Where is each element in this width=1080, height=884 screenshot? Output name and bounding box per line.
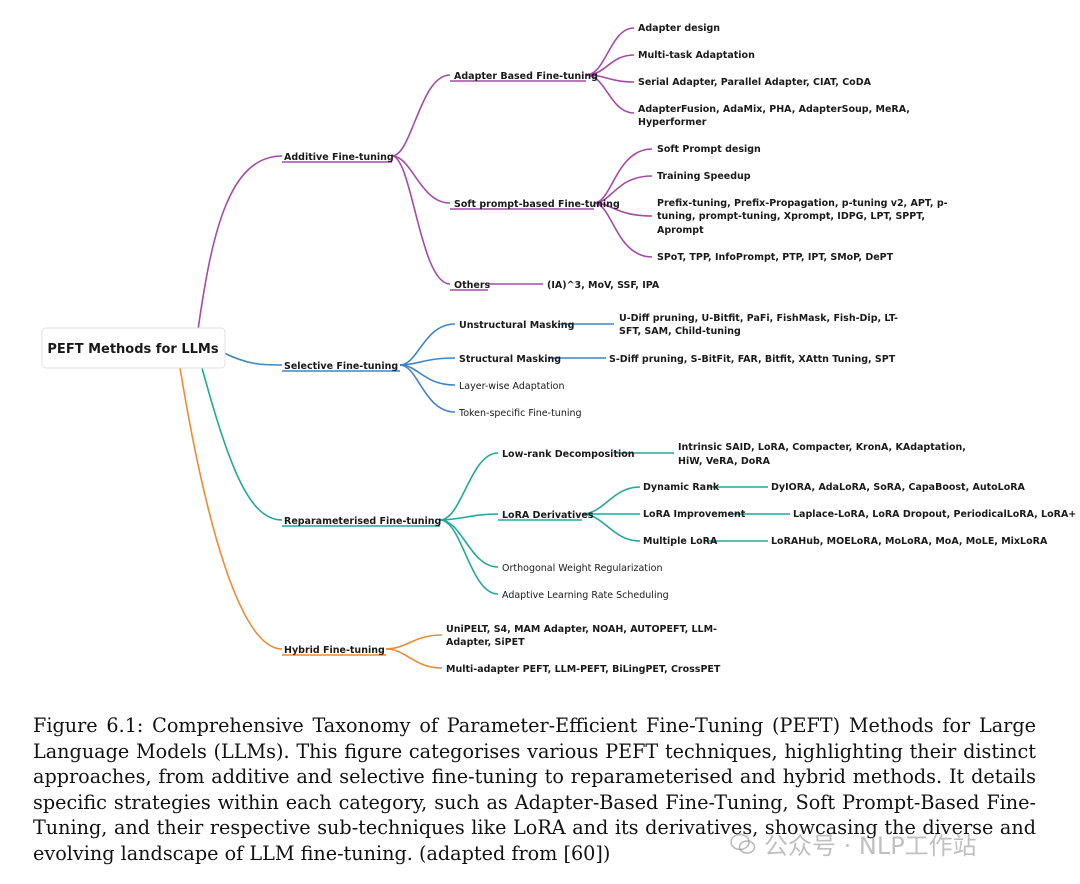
node-adaptive-lr: Adaptive Learning Rate Scheduling [502, 590, 669, 601]
edge-lora-multiple [581, 513, 641, 542]
leaf-unipelt-line1: UniPELT, S4, MAM Adapter, NOAH, AUTOPEFT… [446, 624, 717, 635]
node-additive: Additive Fine-tuning [284, 152, 394, 163]
peft-taxonomy-diagram: PEFT Methods for LLMs Additive Fine-tuni… [41, 23, 1076, 675]
edge-additive-others [391, 155, 451, 285]
edge-selective-token [399, 364, 456, 413]
edge-root-selective [221, 351, 283, 366]
leaf-dynamic-rank: DyIORA, AdaLoRA, SoRA, CapaBoost, AutoLo… [771, 482, 1026, 493]
edge-root-additive [197, 155, 283, 331]
edge-root-reparam [201, 367, 283, 521]
leaf-training-speedup: Training Speedup [657, 171, 751, 182]
edge-soft-prefix [593, 202, 653, 217]
node-token-specific: Token-specific Fine-tuning [458, 408, 582, 419]
leaf-adapterfusion-line2: Hyperformer [638, 117, 707, 128]
edge-reparam-adaptive [439, 519, 499, 595]
node-others: Others [454, 280, 491, 291]
leaf-adapterfusion-line1: AdapterFusion, AdaMix, PHA, AdapterSoup,… [638, 104, 910, 115]
edge-reparam-orthogonal [439, 519, 499, 568]
edge-soft-spot [593, 202, 653, 258]
leaf-prefix-line2: tuning, prompt-tuning, Xprompt, IDPG, LP… [657, 211, 925, 222]
hybrid-branch [179, 367, 443, 669]
edge-hybrid-unipelt [385, 634, 443, 650]
node-selective: Selective Fine-tuning [284, 361, 398, 372]
leaf-spot: SPoT, TPP, InfoPrompt, PTP, IPT, SMoP, D… [657, 252, 894, 263]
leaf-lowrank-line2: HiW, VeRA, DoRA [678, 456, 771, 467]
leaf-adapter-design: Adapter design [638, 23, 720, 34]
edge-root-hybrid [179, 367, 283, 650]
node-multiple-lora: Multiple LoRA [643, 536, 718, 547]
node-structural-masking: Structural Masking [459, 354, 561, 365]
leaf-unipelt-line2: Adapter, SiPET [446, 637, 525, 648]
node-adapter-based: Adapter Based Fine-tuning [454, 71, 598, 82]
root-node-box [41, 327, 226, 369]
edge-reparam-lora [439, 513, 499, 521]
edge-selective-unstructural [399, 323, 456, 366]
edge-additive-adapter [391, 74, 451, 157]
figure-caption: Figure 6.1: Comprehensive Taxonomy of Pa… [33, 714, 1036, 865]
node-lora-derivatives: LoRA Derivatives [502, 510, 594, 521]
additive-branch [197, 27, 653, 331]
node-low-rank: Low-rank Decomposition [502, 449, 635, 460]
leaf-prefix-line1: Prefix-tuning, Prefix-Propagation, p-tun… [657, 198, 948, 209]
edge-soft-design [593, 148, 653, 204]
node-unstructural-masking: Unstructural Masking [459, 320, 574, 331]
root-node-label: PEFT Methods for LLMs [47, 342, 218, 357]
leaf-unstructural-line1: U-Diff pruning, U-Bitfit, PaFi, FishMask… [619, 313, 898, 324]
node-hybrid: Hybrid Fine-tuning [284, 645, 385, 656]
node-reparameterised: Reparameterised Fine-tuning [284, 516, 441, 527]
node-lora-improvement: LoRA Improvement [643, 509, 746, 520]
leaf-unstructural-line2: SFT, SAM, Child-tuning [619, 326, 741, 337]
node-layerwise-adaptation: Layer-wise Adaptation [459, 381, 565, 392]
leaf-multiadapter: Multi-adapter PEFT, LLM-PEFT, BiLingPET,… [446, 664, 721, 675]
leaf-others: (IA)^3, MoV, SSF, IPA [547, 280, 660, 291]
reparam-branch [201, 367, 790, 595]
leaf-structural: S-Diff pruning, S-BitFit, FAR, Bitfit, X… [609, 354, 896, 365]
leaf-lowrank-line1: Intrinsic SAID, LoRA, Compacter, KronA, … [678, 442, 966, 453]
leaf-serial-adapter: Serial Adapter, Parallel Adapter, CIAT, … [638, 77, 872, 88]
selective-branch [221, 323, 614, 413]
leaf-prefix-line3: Aprompt [657, 225, 704, 236]
leaf-multitask-adaptation: Multi-task Adaptation [638, 50, 755, 61]
edge-adapter-fusion [585, 74, 635, 114]
node-soft-prompt: Soft prompt-based Fine-tuning [454, 199, 620, 210]
edge-hybrid-multiadapter [385, 648, 443, 669]
edge-soft-speedup [593, 175, 653, 204]
node-dynamic-rank: Dynamic Rank [643, 482, 720, 493]
leaf-multiple-lora: LoRAHub, MOELoRA, MoLoRA, MoA, MoLE, Mix… [771, 536, 1048, 547]
edge-reparam-lowrank [439, 452, 499, 521]
node-orthogonal: Orthogonal Weight Regularization [502, 563, 662, 574]
leaf-soft-prompt-design: Soft Prompt design [657, 144, 761, 155]
edge-additive-soft [391, 155, 451, 204]
edge-adapter-design [585, 27, 635, 76]
leaf-lora-improvement: Laplace-LoRA, LoRA Dropout, PeriodicalLo… [793, 509, 1076, 520]
